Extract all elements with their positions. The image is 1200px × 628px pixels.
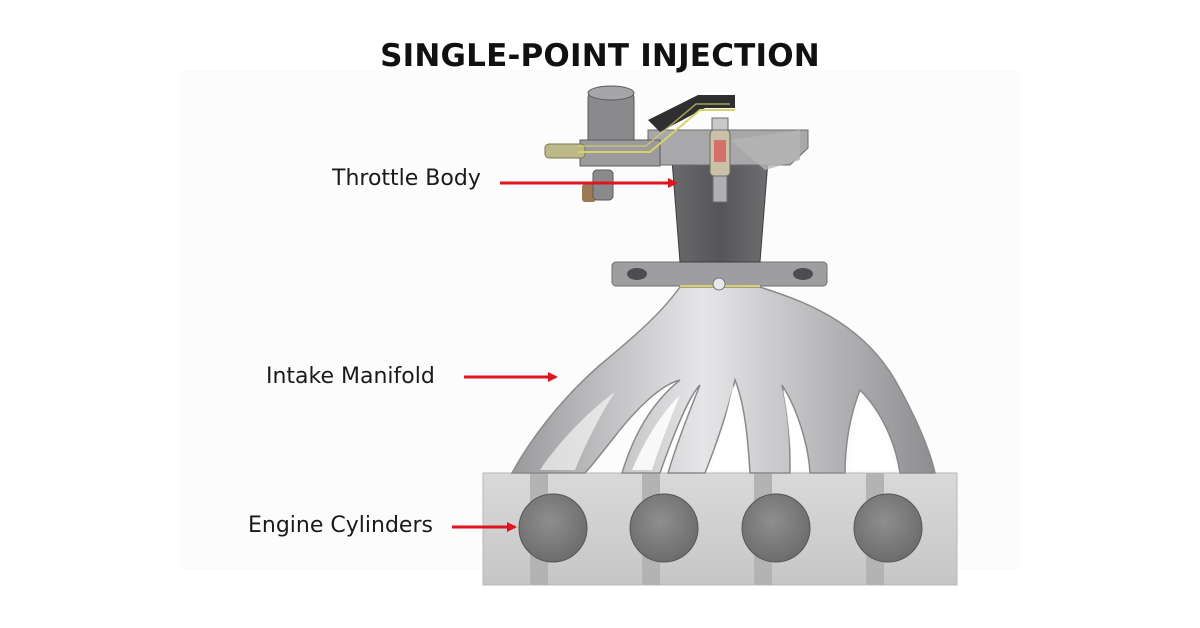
intake-manifold bbox=[510, 286, 936, 474]
cylinder-bore-4 bbox=[853, 493, 923, 563]
label-engine-cylinders: Engine Cylinders bbox=[248, 513, 433, 538]
cylinder-bore-1 bbox=[518, 493, 588, 563]
diagram-title: SINGLE-POINT INJECTION bbox=[380, 38, 820, 74]
throttle-body bbox=[544, 85, 809, 263]
cylinder-bore-3 bbox=[741, 493, 811, 563]
label-intake-manifold: Intake Manifold bbox=[266, 364, 435, 389]
engine-cylinder-block bbox=[482, 472, 958, 586]
label-throttle-body: Throttle Body bbox=[332, 166, 481, 191]
cylinder-bore-2 bbox=[629, 493, 699, 563]
mounting-flange bbox=[611, 261, 828, 291]
